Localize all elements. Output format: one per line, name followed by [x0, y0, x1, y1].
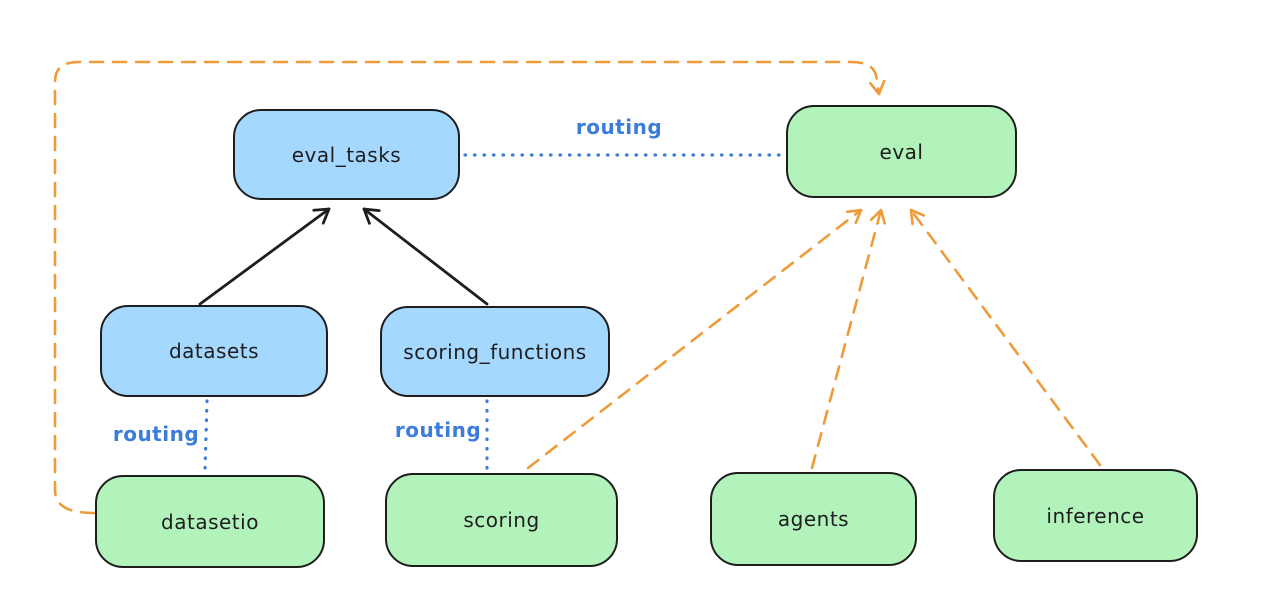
node-datasetio-label: datasetio — [161, 509, 259, 534]
node-eval: eval — [786, 105, 1017, 198]
edge-label-routing-datasets-datasetio: routing — [112, 422, 200, 446]
edge-agents-to-eval — [810, 208, 886, 470]
node-inference: inference — [993, 469, 1198, 562]
edge-datasets-to-datasetio-routing — [203, 399, 209, 473]
node-datasets-label: datasets — [168, 339, 260, 363]
edge-scoring-functions-to-eval-tasks — [362, 207, 489, 306]
node-agents: agents — [710, 472, 917, 566]
node-scoring: scoring — [385, 473, 618, 567]
node-eval-tasks-label: eval_tasks — [291, 142, 402, 167]
node-datasets: datasets — [100, 305, 328, 397]
edge-label-routing-scoring-functions-scoring: routing — [394, 418, 482, 442]
node-eval-label: eval — [879, 139, 924, 164]
node-inference-label: inference — [1046, 503, 1145, 528]
edge-inference-to-eval — [909, 208, 1102, 467]
node-scoring-functions: scoring_functions — [380, 306, 610, 397]
node-scoring-label: scoring — [463, 508, 540, 532]
edge-datasets-to-eval-tasks — [198, 207, 331, 306]
node-datasetio: datasetio — [95, 475, 325, 568]
node-scoring-functions-label: scoring_functions — [403, 339, 587, 364]
node-eval-tasks: eval_tasks — [233, 109, 460, 200]
node-agents-label: agents — [777, 507, 850, 531]
edge-label-routing-eval-tasks-eval: routing — [575, 115, 663, 139]
